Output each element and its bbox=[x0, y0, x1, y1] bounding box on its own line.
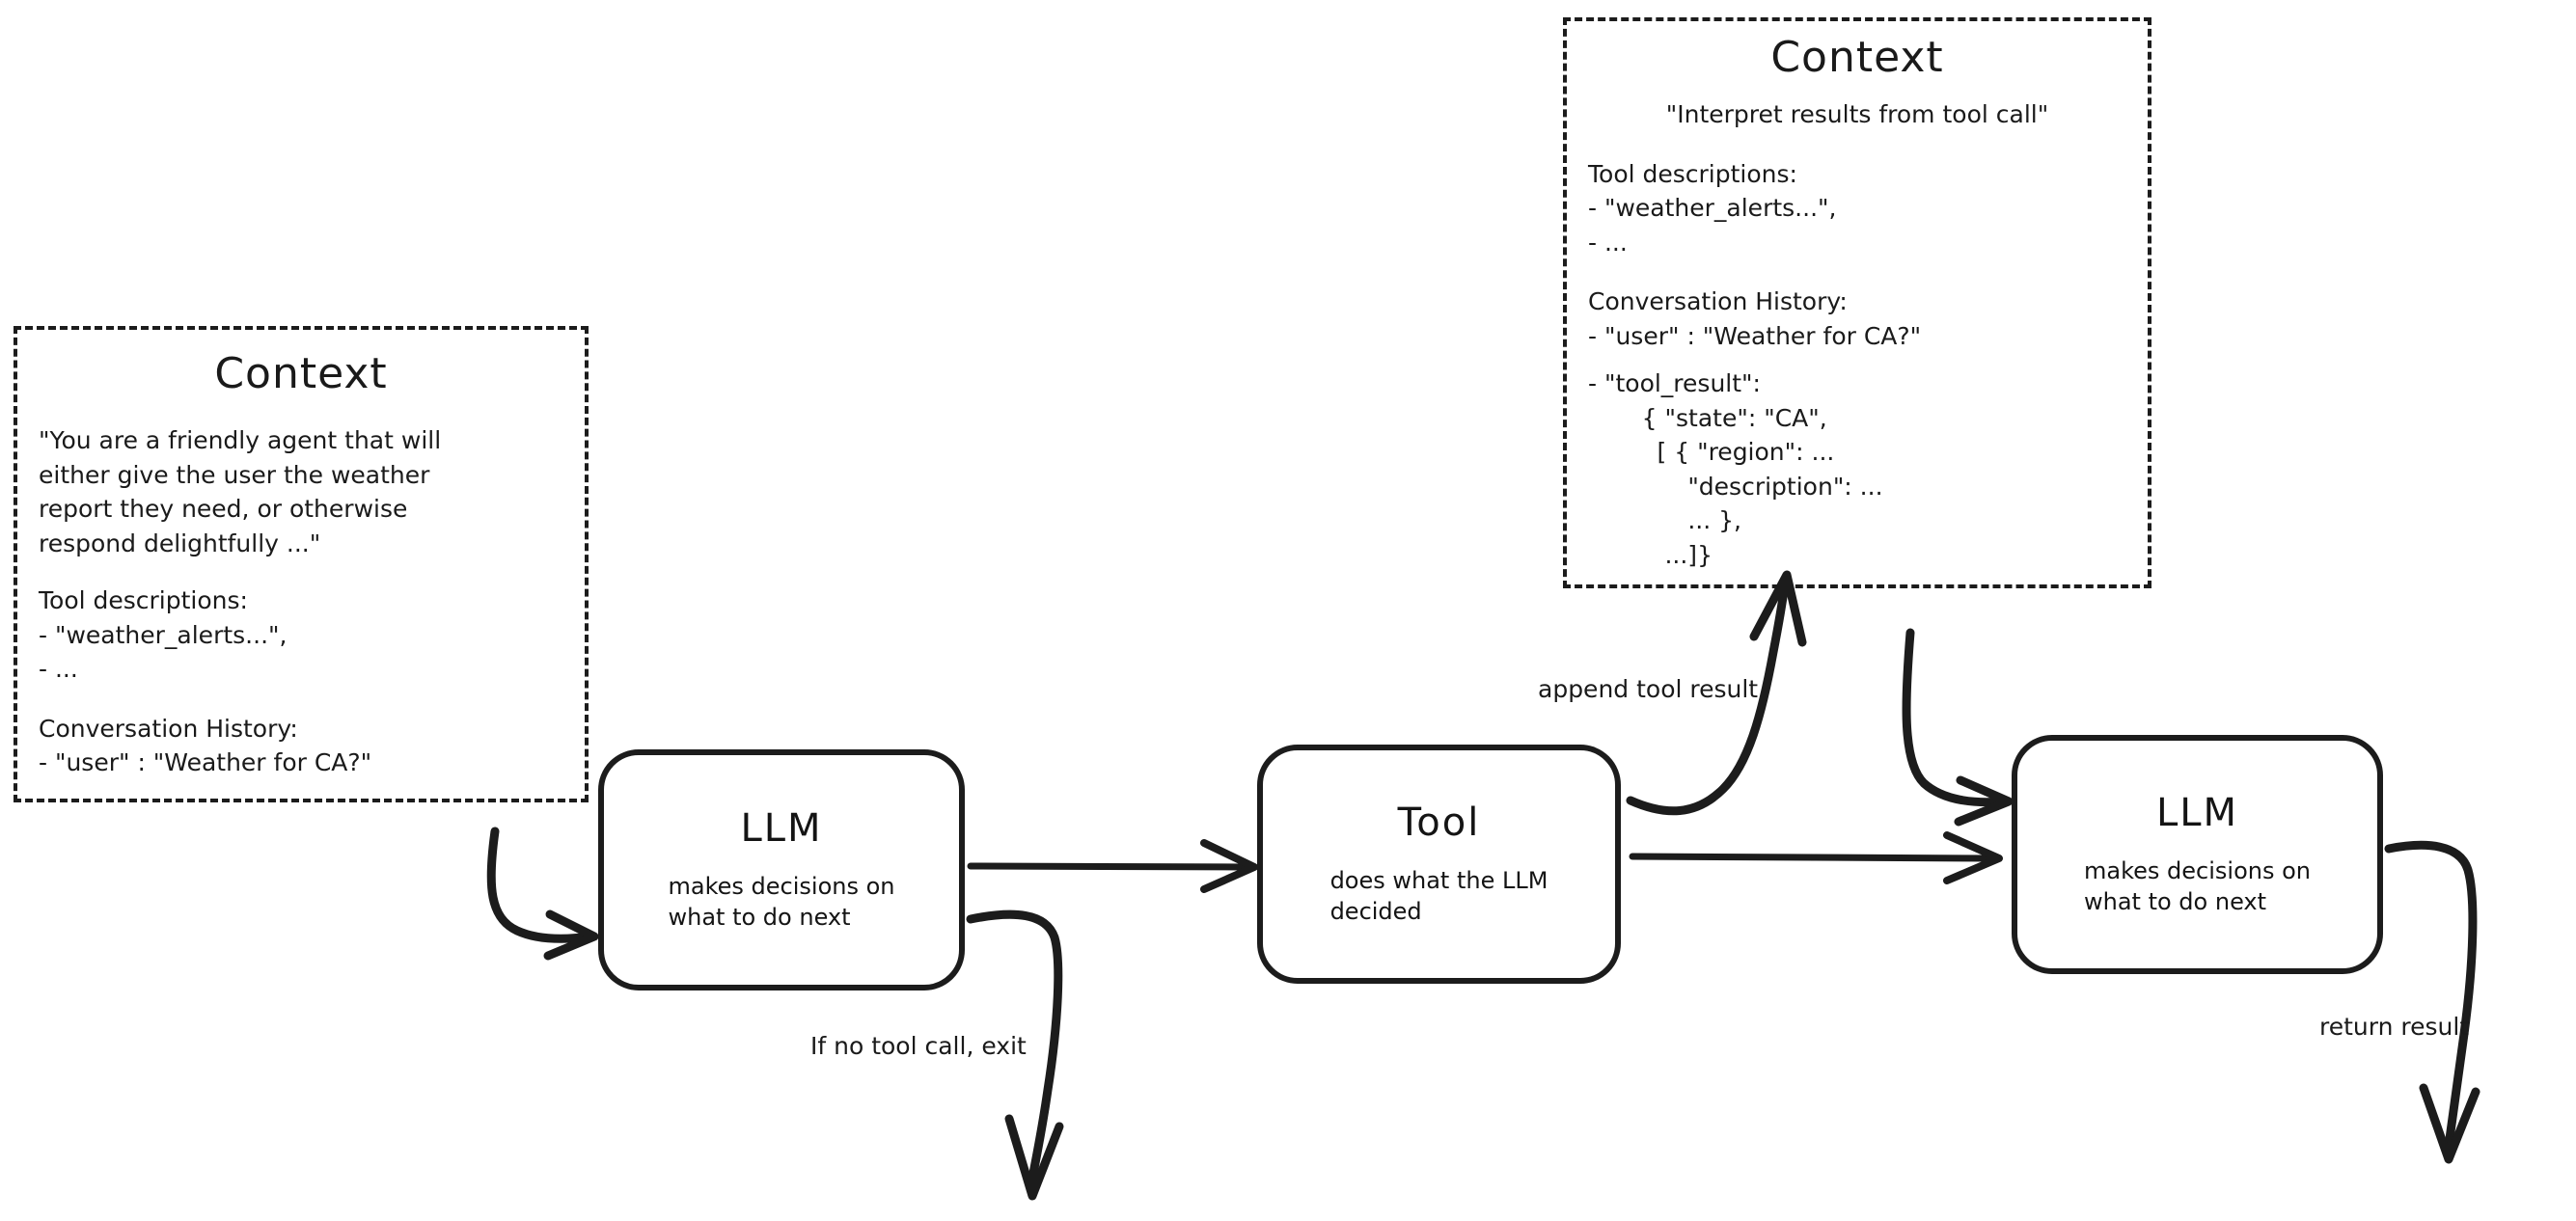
node-llm-second[interactable]: LLM makes decisions on what to do next bbox=[2012, 735, 2383, 974]
context-box-right: Context "Interpret results from tool cal… bbox=[1563, 17, 2151, 588]
node-llm-first[interactable]: LLM makes decisions on what to do next bbox=[598, 749, 965, 990]
node-tool-title: Tool bbox=[1397, 800, 1481, 846]
node-llm-first-title: LLM bbox=[740, 806, 823, 852]
context-left-tool-item: - ... bbox=[39, 655, 78, 683]
context-right-tool-item: - "weather_alerts...", bbox=[1588, 194, 1837, 222]
node-llm-second-title: LLM bbox=[2155, 791, 2239, 836]
node-tool[interactable]: Tool does what the LLM decided bbox=[1257, 745, 1621, 984]
arrow-llm-to-tool bbox=[967, 839, 1258, 893]
node-tool-subtitle: does what the LLM decided bbox=[1329, 867, 1548, 925]
context-box-left: Context "You are a friendly agent that w… bbox=[14, 326, 589, 802]
node-llm-first-subtitle: makes decisions on what to do next bbox=[668, 873, 895, 931]
context-right-system-prompt: "Interpret results from tool call" bbox=[1665, 100, 2049, 128]
arrow-context-left-to-llm bbox=[486, 827, 599, 961]
context-right-history-item: - "tool_result": bbox=[1588, 369, 1761, 397]
node-llm-second-subtitle: makes decisions on what to do next bbox=[2084, 857, 2311, 915]
context-right-history-item: "description": ... bbox=[1588, 472, 1883, 501]
context-right-tools-header: Tool descriptions: bbox=[1588, 159, 1797, 188]
context-left-title: Context bbox=[214, 349, 388, 398]
context-left-tool-item: - "weather_alerts...", bbox=[39, 620, 288, 649]
context-left-history-item: - "user" : "Weather for CA?" bbox=[39, 748, 372, 776]
context-right-tool-item: - ... bbox=[1588, 228, 1628, 257]
context-right-history-item: [ { "region": ... bbox=[1588, 438, 1835, 466]
arrow-context-right-to-llm bbox=[1902, 628, 2014, 827]
arrow-tool-to-llm-second bbox=[1629, 831, 2003, 884]
edge-label-exit: If no tool call, exit bbox=[810, 1032, 1027, 1060]
context-right-history-item: { "state": "CA", bbox=[1588, 403, 1827, 432]
context-right-history-item: ... }, bbox=[1588, 506, 1741, 534]
context-left-tools-header: Tool descriptions: bbox=[39, 586, 248, 614]
context-right-history-item: - "user" : "Weather for CA?" bbox=[1588, 321, 1922, 350]
context-right-title: Context bbox=[1770, 33, 1944, 82]
context-right-history-item: ...]} bbox=[1588, 540, 1713, 569]
arrow-return-result bbox=[2384, 840, 2480, 1164]
context-right-history-header: Conversation History: bbox=[1588, 287, 1848, 315]
context-left-history-header: Conversation History: bbox=[39, 714, 298, 743]
context-left-system-prompt: "You are a friendly agent that will eith… bbox=[39, 426, 442, 557]
edge-label-return-result: return result bbox=[2319, 1013, 2470, 1041]
edge-label-append-tool-result: append tool result bbox=[1538, 675, 1759, 703]
